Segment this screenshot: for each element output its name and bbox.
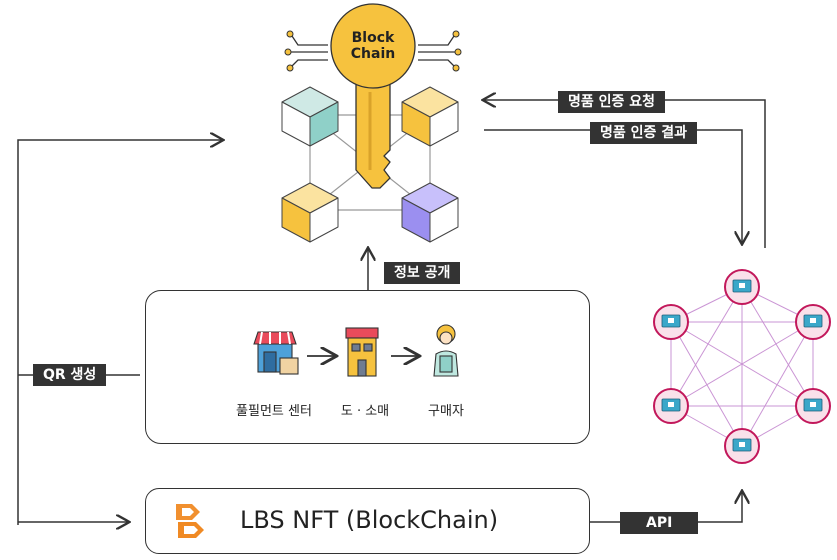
- cube-yellow-tr: [401, 86, 459, 147]
- result-tag: 명품 인증 결과: [590, 122, 698, 144]
- request-tag: 명품 인증 요청: [558, 91, 666, 113]
- lbs-logo-icon: [176, 504, 204, 538]
- step-retail: 도 · 소매: [340, 404, 390, 419]
- key-label: Block Chain: [331, 30, 415, 62]
- key-label-line1: Block: [351, 30, 395, 46]
- lbs-nft-box: [145, 488, 590, 554]
- api-tag: API: [620, 512, 699, 534]
- result-arrow: [484, 129, 742, 243]
- shop-building-icon: [345, 327, 379, 377]
- store-icon: [253, 331, 299, 375]
- cube-teal: [281, 86, 339, 147]
- qr-to-blockchain-arrow: [17, 140, 222, 525]
- step-fulfillment: 풀필먼트 센터: [236, 404, 312, 419]
- lbs-title: LBS NFT (BlockChain): [240, 506, 499, 534]
- key-label-line2: Chain: [350, 46, 396, 62]
- cube-yellow-bl: [281, 182, 339, 243]
- buyer-icon: [433, 324, 459, 377]
- qr-tag: QR 생성: [33, 364, 107, 386]
- key-icon: [330, 3, 416, 189]
- disclose-tag: 정보 공개: [384, 262, 461, 284]
- cube-purple: [401, 182, 459, 243]
- step-buyer: 구매자: [428, 404, 464, 419]
